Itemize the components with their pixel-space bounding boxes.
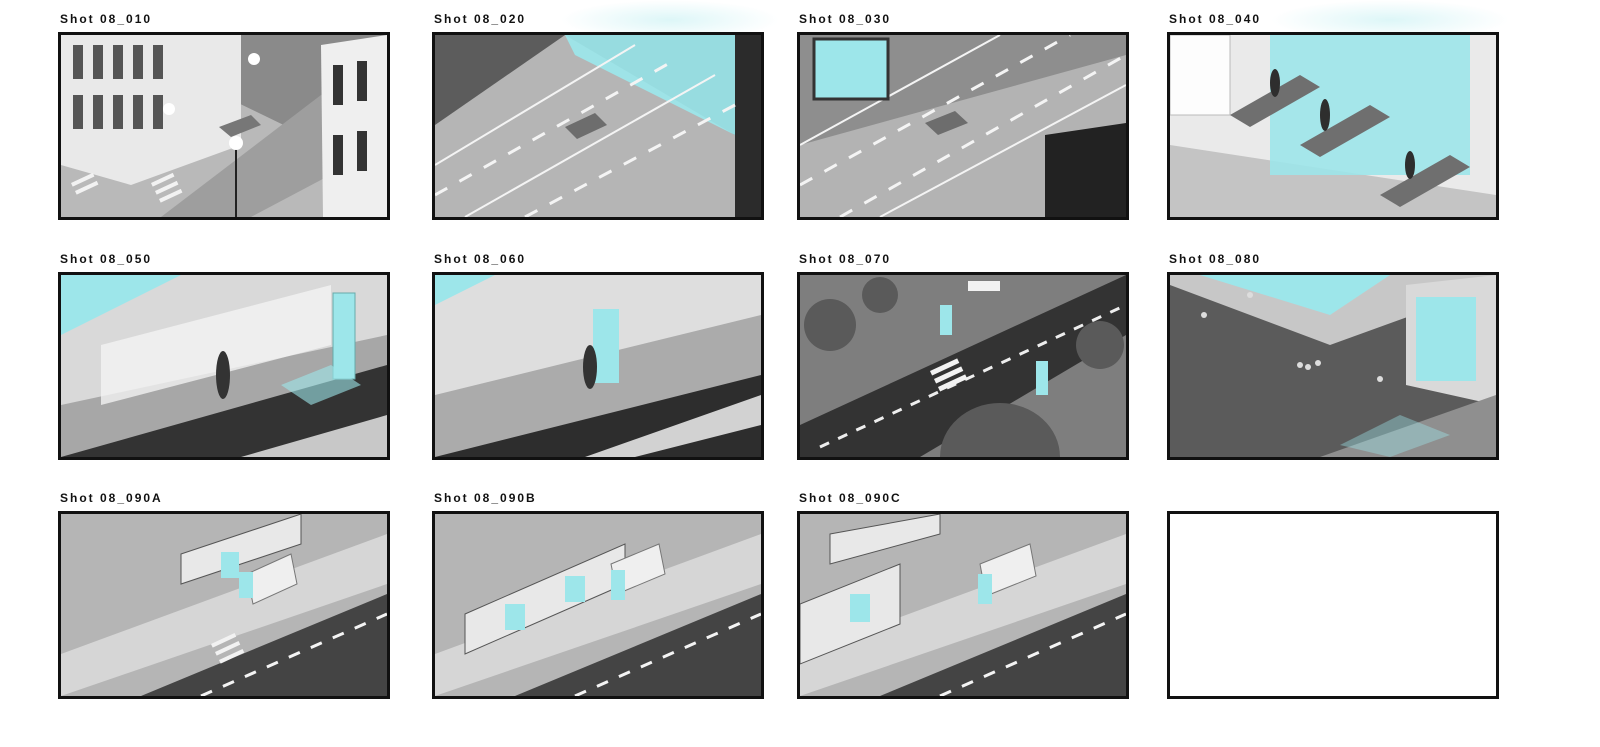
tram-illustration [61,514,387,696]
highway-illustration [800,35,1126,217]
tram-illustration [800,514,1126,696]
shot-panel[interactable]: Shot 08_090C [797,491,1129,699]
shot-panel[interactable] [1167,491,1499,699]
gym-illustration [1170,35,1496,217]
shot-frame-sidewalk-screen[interactable] [432,272,764,460]
park-illustration [800,275,1126,457]
sidewalk-illustration [435,275,761,457]
shot-frame-city-intersection[interactable] [58,32,390,220]
shot-label: Shot 08_060 [434,252,527,266]
shot-label: Shot 08_090A [60,491,163,505]
shot-label: Shot 08_070 [799,252,892,266]
tram-illustration [435,514,761,696]
shot-frame-park-bikelane[interactable] [797,272,1129,460]
shot-label: Shot 08_020 [434,12,527,26]
shot-panel[interactable]: Shot 08_040 [1167,12,1499,220]
shot-frame-plaza-aerial[interactable] [1167,272,1499,460]
shot-label: Shot 08_050 [60,252,153,266]
shot-label [1169,491,1499,507]
shot-panel[interactable]: Shot 08_020 [432,12,764,220]
shot-panel[interactable]: Shot 08_010 [58,12,390,220]
shot-panel[interactable]: Shot 08_080 [1167,252,1499,460]
shot-panel[interactable]: Shot 08_090A [58,491,390,699]
shot-panel[interactable]: Shot 08_060 [432,252,764,460]
shot-panel[interactable]: Shot 08_030 [797,12,1129,220]
shot-frame-tram-stop-c[interactable] [797,511,1129,699]
shot-frame-highway-signs[interactable] [797,32,1129,220]
shot-label: Shot 08_030 [799,12,892,26]
sidewalk-illustration [61,275,387,457]
highway-illustration [435,35,761,217]
shot-label: Shot 08_090C [799,491,902,505]
shot-label: Shot 08_010 [60,12,153,26]
plaza-illustration [1170,275,1496,457]
shot-label: Shot 08_080 [1169,252,1262,266]
shot-label: Shot 08_090B [434,491,537,505]
shot-frame-empty[interactable] [1167,511,1499,699]
shot-frame-sidewalk-walker[interactable] [58,272,390,460]
shot-frame-tram-stop-b[interactable] [432,511,764,699]
shot-panel[interactable]: Shot 08_090B [432,491,764,699]
city-intersection-illustration [61,35,387,217]
shot-frame-gym-treadmills[interactable] [1167,32,1499,220]
shot-label: Shot 08_040 [1169,12,1262,26]
shot-frame-tram-stop-a[interactable] [58,511,390,699]
shot-panel[interactable]: Shot 08_050 [58,252,390,460]
shot-panel[interactable]: Shot 08_070 [797,252,1129,460]
shot-frame-highway-billboard[interactable] [432,32,764,220]
